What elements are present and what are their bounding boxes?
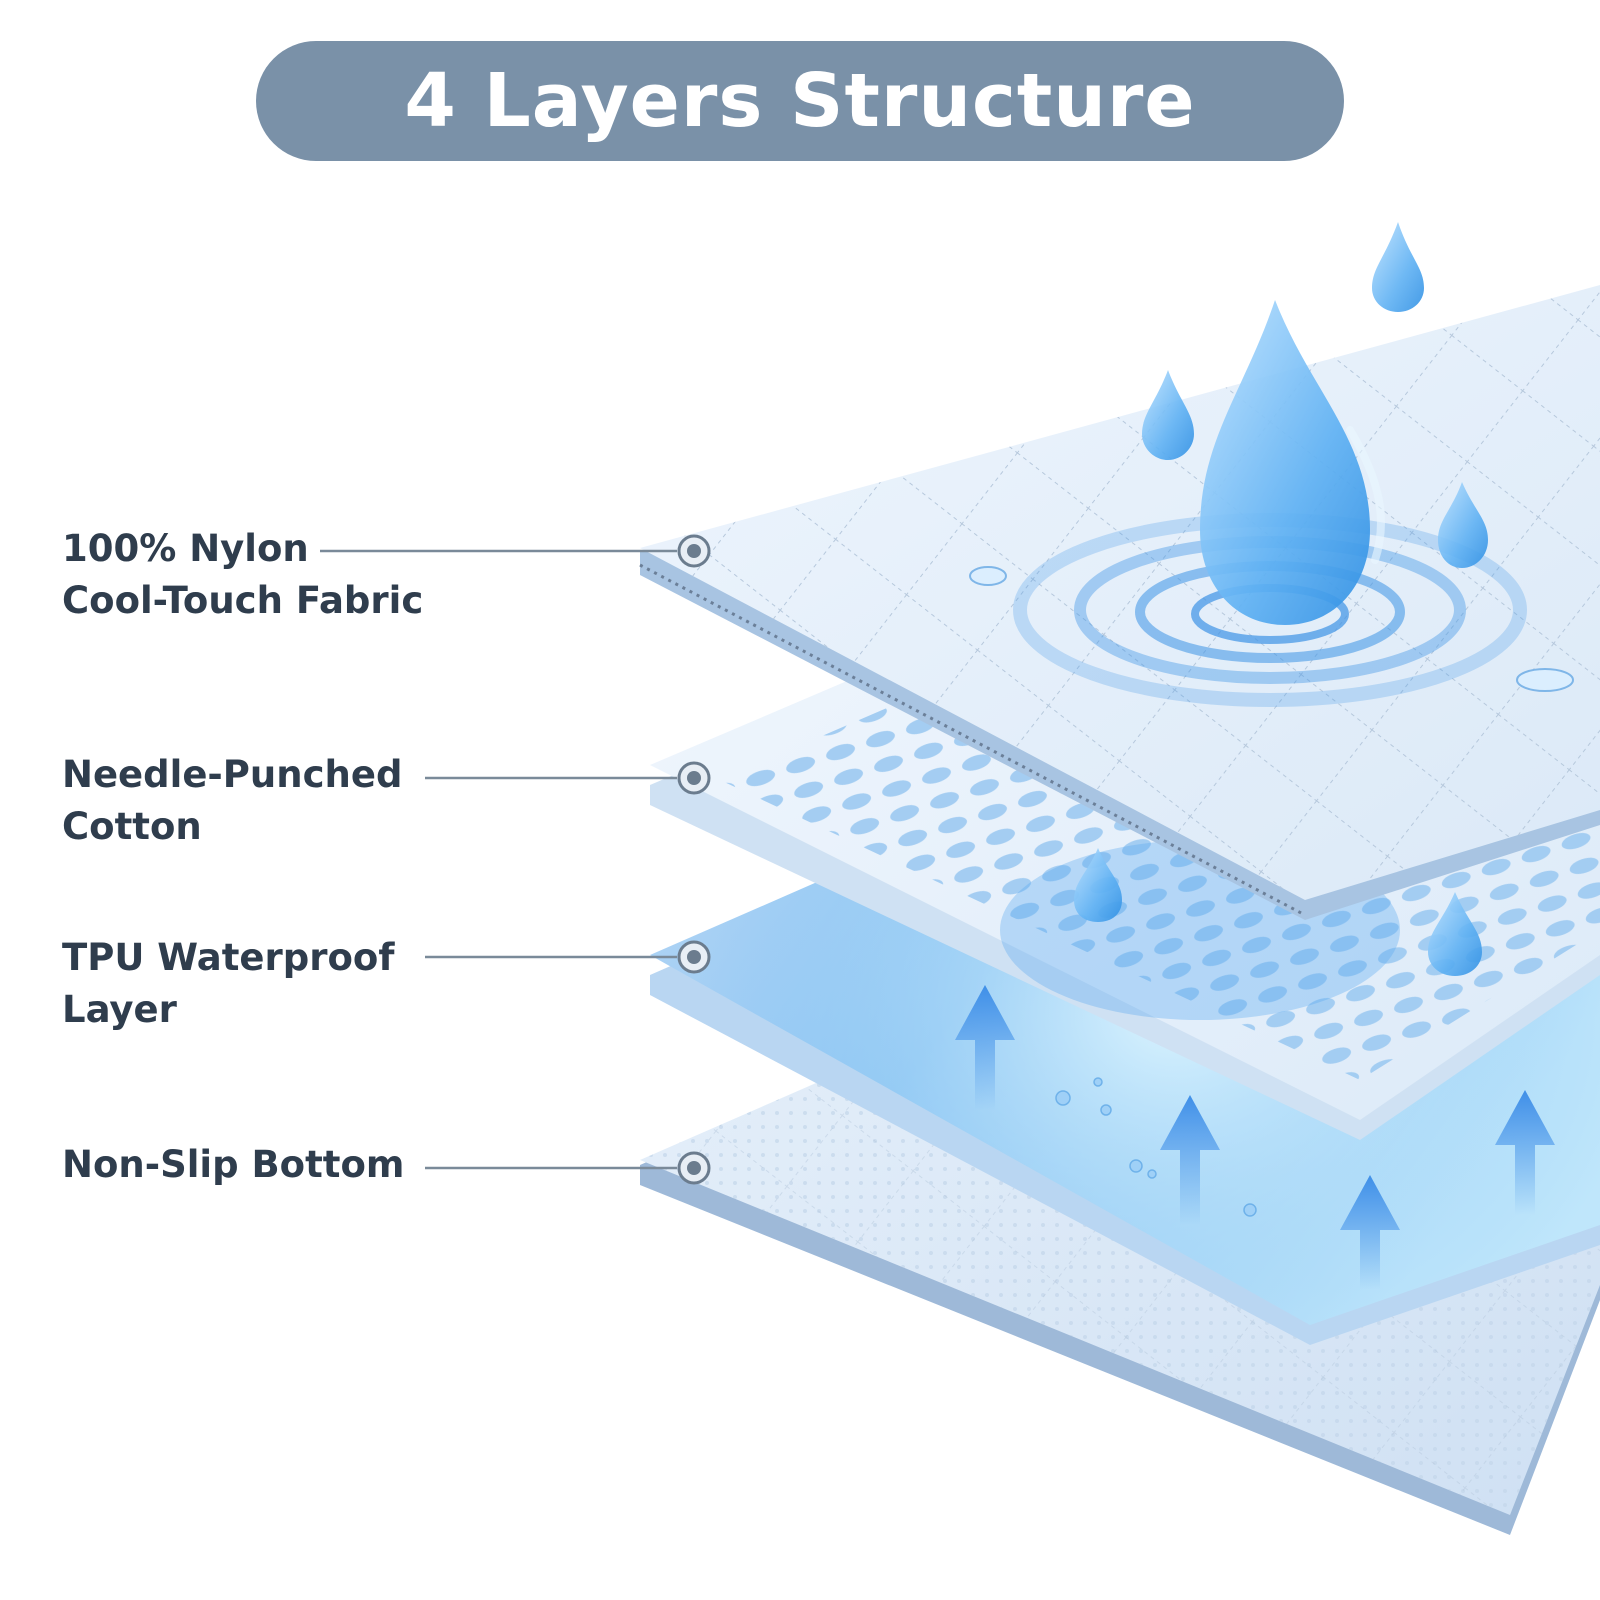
layer-label-line2: Cotton [62,805,202,848]
layer-label-line1: Non-Slip Bottom [62,1143,405,1186]
layer-label-line1: 100% Nylon [62,527,309,570]
layer-label-line2: Cool-Touch Fabric [62,579,424,622]
layer-label-line1: TPU Waterproof [62,936,395,979]
water-beads [969,566,1574,692]
title-banner: 4 Layers Structure [256,41,1344,161]
layer-label-cotton: Needle-Punched Cotton [62,749,402,853]
layer-label-bottom: Non-Slip Bottom [62,1139,404,1191]
marker-dot-icons [677,534,711,1185]
layer-label-nylon: 100% Nylon Cool-Touch Fabric [62,523,423,627]
water-drop-icon [1200,300,1385,625]
leader-lines [320,549,677,1170]
layer-label-line1: Needle-Punched [62,753,403,796]
layer-label-line2: Layer [62,988,177,1031]
airflow-arrows [955,985,1555,1290]
page-title: 4 Layers Structure [404,58,1196,144]
small-water-drops [1074,222,1488,976]
layer-label-tpu: TPU Waterproof Layer [62,932,394,1036]
